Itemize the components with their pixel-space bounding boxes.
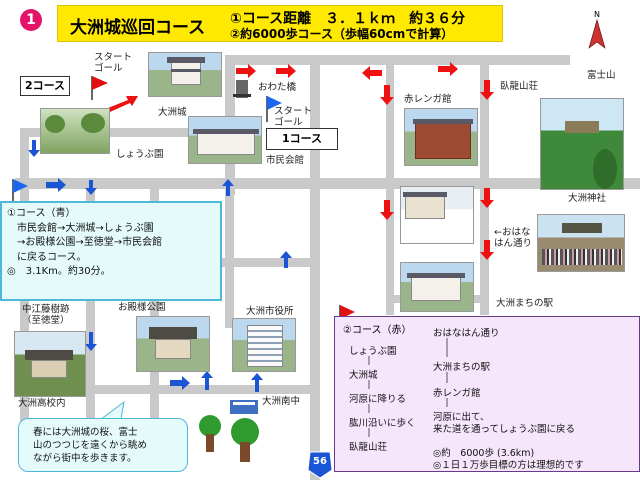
label-akarenga: 赤レンガ館 [404,94,452,105]
photo-akarenga [404,108,478,166]
course2-title: ②コース（赤） [343,325,412,336]
road-top [230,55,570,65]
course-number-badge: 1 [20,9,42,31]
label-otonosama-koen: お殿様公園 [118,302,166,313]
course2-step: 河原に降りる [349,394,407,405]
photo-machi-no-eki [400,262,474,312]
header-steps: ②約6000歩コース（歩幅60cmで計算） [230,27,454,41]
road-bottom [20,385,320,394]
label-nakae-tojuato: 中江藤樹跡 （至徳堂） [22,304,70,327]
course2-label-box: 2コース [20,76,70,96]
label-ozu-nanchu: 大洲南中 [262,396,301,407]
route-56-shield [307,451,333,479]
red-route-arrows [108,62,494,260]
course2-step: 臥龍山荘 [349,442,388,453]
course2-connector-lines [368,338,448,437]
callout-line: 春には大洲城の桜、富士 [33,427,138,438]
course2-info-box: ②コース（赤） しょうぶ園 大洲城 河原に降りる 肱川沿いに歩く 臥龍山荘 おは… [334,316,640,472]
course2-note: ◎約 6000歩 (3.6km) [433,448,535,459]
course1-info-line: ①コース（青） [7,208,76,219]
road-main-horizontal [15,178,640,189]
route-56-label: 56 [313,456,327,467]
bridge-icon [233,80,251,98]
road-mid2-vertical [150,185,159,425]
course2-step: 赤レンガ館 [433,388,481,399]
label-shiyakusho: 大洲市役所 [246,306,294,317]
course1-info-line: 市民会館→大洲城→しょうぶ園 [7,222,154,234]
school-icon-nanchu [230,400,258,414]
tree-icons [199,415,259,462]
course1-info-box: ①コース（青） 市民会館→大洲城→しょうぶ園 →お殿様公園→至徳堂→市民会館 に… [0,201,222,301]
label-shobuen: しょうぶ園 [116,149,164,160]
compass-label: N [594,10,600,19]
course2-label: 2コース [24,79,66,92]
callout-line: 山のつつじを遠くから眺め [33,440,148,451]
blue-flag-left [12,179,28,203]
label-fujiyama: 富士山 [587,70,616,81]
course1-info-line: ◎ 3.1Km。約30分。 [7,266,111,277]
photo-ozu-jinja [537,214,625,272]
road-right-vertical [386,65,394,315]
course2-note: ◎１日１万歩目標の方は理想的です [433,460,584,471]
north-compass-icon: N [588,10,606,49]
road-main-vertical [310,55,320,480]
label-owatari-bashi: おわた橋 [258,82,297,93]
header-banner: 大洲城巡回コース ①コース距離 ３．１ｋｍ 約３６分 ②約6000歩コース（歩幅… [57,5,503,42]
photo-shimin-kaikan [188,116,262,164]
blue-flag-start-2 [266,96,282,122]
photo-shiyakusho [232,318,296,372]
label-start-goal-1: スタート ゴール [94,52,133,75]
label-garyu-sanso: 臥龍山荘 [500,81,539,92]
label-ohanahan: ←おはな はん通り [494,227,533,250]
course1-info-line: に戻るコース。 [7,251,87,263]
callout-line: ながら街中を歩きます。 [33,453,137,464]
road-mid-vertical [86,178,95,428]
road-c [225,178,234,328]
photo-nakae-tojuato [14,331,86,397]
label-shimin-kaikan: 市民会館 [266,155,305,166]
road-left-upper [20,128,225,137]
red-flag-start-1 [91,76,108,100]
spring-callout: 春には大洲城の桜、富士 山のつつじを遠くから眺め ながら街中を歩きます。 [18,418,188,472]
label-machi-no-eki: 大洲まちの駅 [496,298,554,309]
photo-otonosama-koen [136,316,210,372]
label-ozu-jinja: 大洲神社 [568,193,607,204]
course2-step: 来た道を通ってしょうぶ園に戻る [433,424,576,435]
label-start-goal-2: スタート ゴール [274,106,313,129]
course1-label: 1コース [281,132,323,145]
course2-step: 大洲城 [349,370,378,381]
photo-shobuen [40,108,110,154]
course2-step: 肱川沿いに歩く [349,418,416,429]
photo-ozu-castle [148,52,222,97]
photo-ohanahan-street [400,186,474,244]
label-ozu-koko: 大洲高校内 [18,398,66,409]
course1-label-box: 1コース [266,128,338,150]
course1-info-line: →お殿様公園→至徳堂→市民会館 [7,237,163,248]
course2-step: しょうぶ園 [349,346,397,357]
label-ozu-castle: 大洲城 [158,107,187,118]
photo-garyu-sanso [540,98,624,190]
blue-route-arrows [28,140,292,392]
course2-step: 大洲まちの駅 [433,362,491,373]
course2-step: おはなはん通り [433,328,500,339]
course2-step: 河原に出て、 [433,412,490,423]
page-title: 大洲城巡回コース [70,18,206,38]
header-distance: ①コース距離 ３．１ｋｍ 約３６分 [230,11,466,27]
